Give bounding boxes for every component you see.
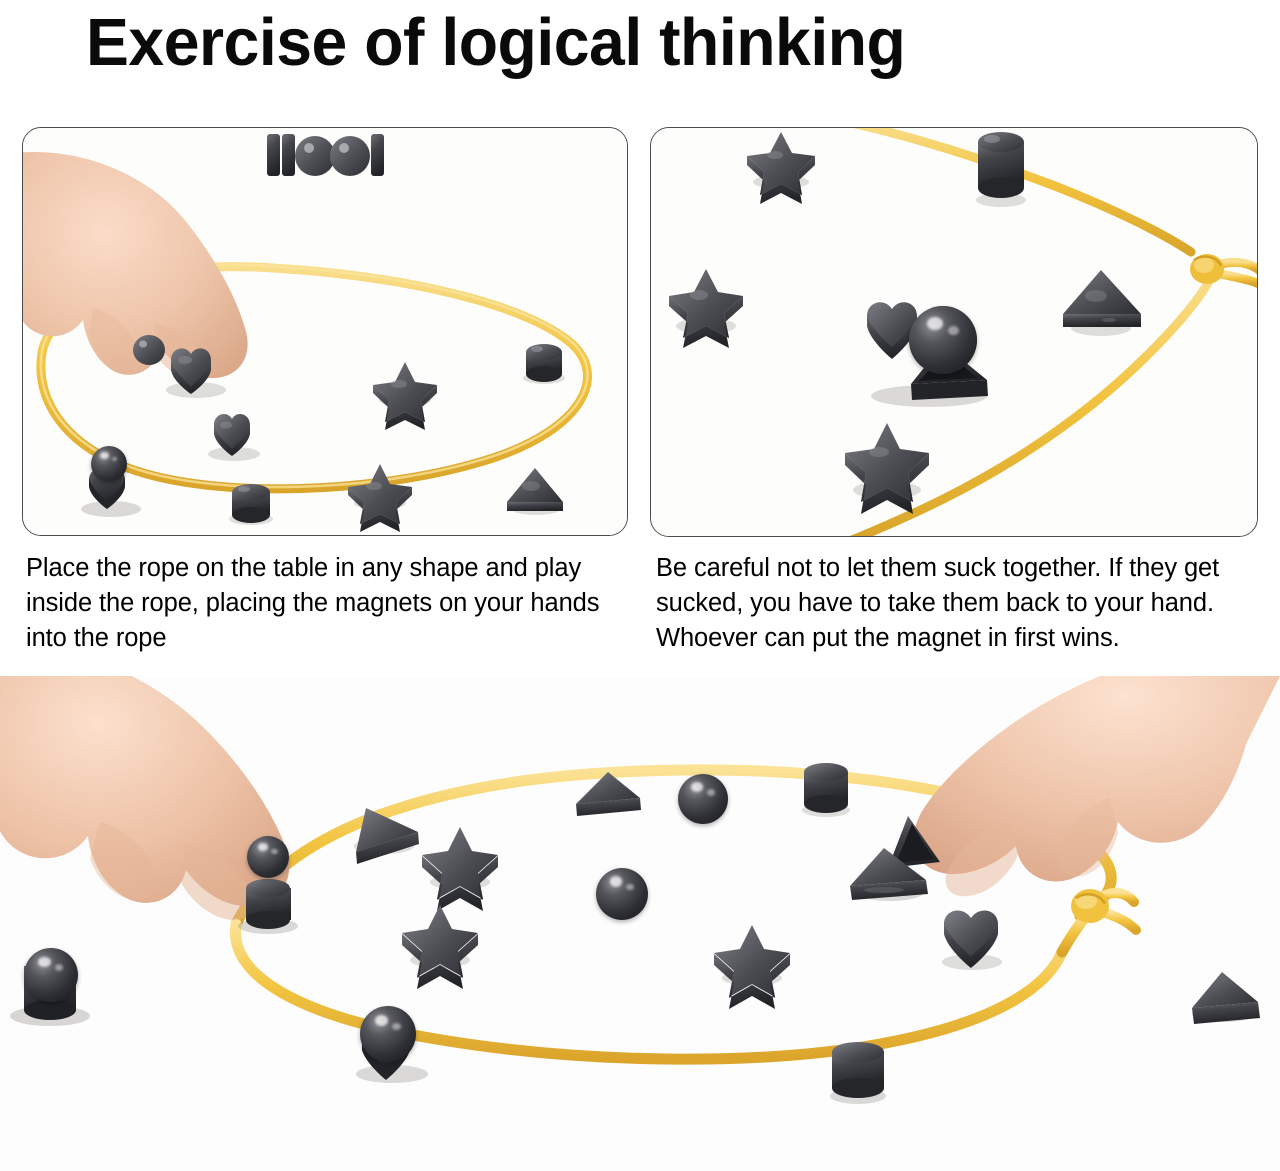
hand-right-bottom: [914, 676, 1280, 897]
rope-loop: [36, 262, 592, 494]
magnet-sphere-b3: [247, 836, 289, 878]
caption-right: Be careful not to let them suck together…: [656, 554, 1220, 652]
magnet-triangle-b1: [850, 848, 928, 901]
magnet-star-1: [373, 362, 437, 430]
magnet-held-right-bottom: [888, 816, 940, 868]
magnet-star-b3: [714, 925, 790, 1009]
magnet-heart-1: [166, 348, 226, 398]
magnet-star-b2: [402, 905, 478, 989]
magnet-sphere-b5: [24, 948, 78, 1002]
magnet-cylinder-1: [523, 344, 565, 384]
hand-left-bottom: [0, 676, 290, 920]
panel-left: [22, 127, 628, 536]
page-title: Exercise of logical thinking: [86, 5, 906, 80]
magnet-heart-2: [208, 414, 260, 461]
magnet-held-left: [133, 335, 165, 365]
magnet-triangle-a: [1063, 270, 1141, 336]
magnet-star-c: [845, 423, 929, 514]
magnet-cylinder-b2: [830, 1042, 886, 1104]
panel-right: [650, 127, 1258, 537]
magnet-triangle-1: [507, 468, 563, 515]
magnet-heart-b1: [942, 910, 1002, 970]
panel-right-photo: [651, 128, 1257, 536]
rope-with-knot: [849, 128, 1257, 536]
magnet-star-2: [348, 464, 412, 532]
magnet-star-a: [747, 132, 815, 204]
magnet-triangle-b3: [354, 808, 419, 864]
magnet-star-b4: [1192, 972, 1260, 1024]
magnet-sphere-b4: [360, 1006, 416, 1062]
magnet-sphere-b2: [596, 868, 648, 920]
magnet-triangle-b2: [576, 772, 641, 816]
magnet-cylinder-a: [976, 132, 1026, 207]
panel-left-photo: [23, 128, 627, 535]
magnet-held-left-bottom: [238, 879, 298, 934]
magnet-sphere-cluster: [909, 306, 977, 374]
magnet-sphere-1: [91, 446, 127, 482]
magnet-cylinder-2: [229, 484, 273, 525]
loose-magnet-row: [267, 134, 384, 176]
caption-left: Place the rope on the table in any shape…: [26, 554, 600, 652]
magnet-star-b: [669, 269, 743, 348]
magnet-sphere-b1: [678, 774, 728, 824]
magnet-cylinder-b1: [802, 763, 850, 817]
bottom-photo: [0, 676, 1280, 1171]
magnet-star-b1: [422, 827, 498, 911]
